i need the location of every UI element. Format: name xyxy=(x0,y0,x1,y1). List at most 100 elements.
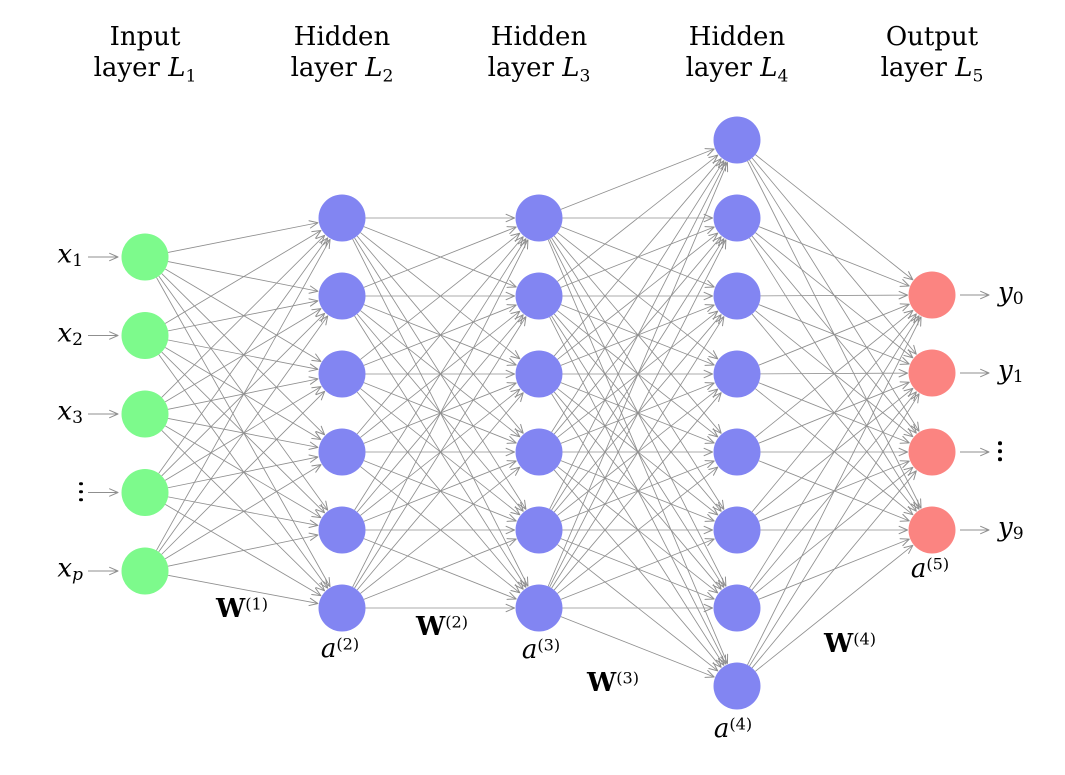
input-label-3 xyxy=(23,476,83,506)
input-label-1: x2 xyxy=(57,318,83,350)
edge xyxy=(164,464,322,560)
activation-label-a4: a(4) xyxy=(713,714,753,744)
edge xyxy=(161,430,326,592)
hidden-neuron-node-L2-5 xyxy=(318,584,366,632)
activation-label-a2: a(2) xyxy=(320,634,360,664)
edge xyxy=(164,268,322,362)
output-label-0: y0 xyxy=(998,277,1024,310)
input-neuron-node-L1-2 xyxy=(121,390,169,438)
hidden-neuron-node-L4-1 xyxy=(713,194,761,242)
activation-label-a3: a(3) xyxy=(521,635,561,665)
edge xyxy=(354,316,527,589)
output-neuron-node-L5-0 xyxy=(908,271,956,319)
edge xyxy=(168,496,319,528)
input-label-0: x1 xyxy=(57,239,83,272)
hidden-neuron-node-L2-2 xyxy=(318,350,366,398)
input-label-2: x3 xyxy=(57,396,83,429)
output-label-2 xyxy=(998,435,1002,465)
edge xyxy=(356,236,524,435)
hidden-neuron-node-L3-5 xyxy=(515,584,563,632)
layer-header-line2: layer L2 xyxy=(290,53,394,87)
edge xyxy=(352,239,529,588)
weight-label-W4: W(4) xyxy=(823,629,877,659)
layer-L5-nodes xyxy=(908,271,956,554)
output-neuron-node-L5-3 xyxy=(908,506,956,554)
edge xyxy=(354,238,527,511)
hidden-neuron-node-L4-4 xyxy=(713,428,761,476)
hidden-neuron-node-L4-6 xyxy=(713,584,761,632)
edge xyxy=(156,238,331,551)
edge xyxy=(758,226,910,287)
edge xyxy=(751,470,917,669)
edge xyxy=(167,532,319,567)
layer-header-line2: layer L1 xyxy=(93,53,197,87)
input-neuron-node-L1-0 xyxy=(121,233,169,281)
edge xyxy=(167,261,319,294)
layer-header-line2: layer L4 xyxy=(685,53,789,87)
hidden-neuron-node-L2-0 xyxy=(318,194,366,242)
output-neuron-node-L5-2 xyxy=(908,428,956,476)
edge xyxy=(553,158,722,357)
weight-label-W1: W(1) xyxy=(215,594,269,624)
edges-L2-L3 xyxy=(352,213,529,613)
hidden-neuron-node-L4-5 xyxy=(713,506,761,554)
edge xyxy=(557,154,719,282)
hidden-neuron-node-L4-3 xyxy=(713,350,761,398)
edge xyxy=(167,339,319,372)
edge xyxy=(167,376,319,410)
edge xyxy=(167,220,319,253)
io-arrows xyxy=(88,252,990,576)
edge xyxy=(363,538,517,600)
weight-label-W3: W(3) xyxy=(586,668,640,698)
edge xyxy=(165,504,322,597)
vertical-dots xyxy=(79,477,83,506)
edge xyxy=(547,162,729,587)
input-neuron-node-L1-1 xyxy=(121,312,169,359)
edges-L1-L2 xyxy=(156,220,331,607)
edges-L4-L5 xyxy=(747,154,922,672)
edge xyxy=(760,290,909,300)
hidden-neuron-node-L3-4 xyxy=(515,506,563,554)
edge xyxy=(755,544,914,672)
edge xyxy=(161,273,326,436)
edge xyxy=(363,226,517,288)
edge xyxy=(747,316,922,666)
edge xyxy=(749,393,920,667)
edge xyxy=(167,298,319,332)
edge xyxy=(553,392,722,591)
layer-header-line1: Output xyxy=(885,22,979,52)
output-neuron-node-L5-1 xyxy=(908,349,956,397)
edge xyxy=(158,237,329,474)
edge xyxy=(549,239,727,588)
edge xyxy=(749,315,920,589)
output-label-3: y9 xyxy=(998,512,1024,545)
output-label-1: y1 xyxy=(998,355,1024,388)
layer-header-line1: Hidden xyxy=(688,22,786,52)
edge xyxy=(551,160,725,433)
vertical-dots xyxy=(998,437,1002,466)
hidden-neuron-node-L4-2 xyxy=(713,272,761,320)
edge xyxy=(165,347,322,441)
layer-L4-nodes xyxy=(713,116,761,710)
hidden-neuron-node-L3-3 xyxy=(515,428,563,476)
weight-label-W2: W(2) xyxy=(415,612,469,642)
layer-header-line1: Input xyxy=(109,22,181,52)
hidden-neuron-node-L2-3 xyxy=(318,428,366,476)
hidden-neuron-node-L3-0 xyxy=(515,194,563,242)
hidden-neuron-node-L4-0 xyxy=(713,116,761,164)
hidden-neuron-node-L2-1 xyxy=(318,272,366,320)
edge xyxy=(549,161,727,510)
layer-L2-nodes xyxy=(318,194,366,632)
layer-header-line1: Hidden xyxy=(490,22,588,52)
hidden-neuron-node-L3-1 xyxy=(515,272,563,320)
edge xyxy=(758,303,910,366)
input-neuron-node-L1-3 xyxy=(121,469,169,516)
layer-L1-nodes xyxy=(121,233,169,595)
edge xyxy=(161,234,326,398)
edge xyxy=(167,454,319,489)
